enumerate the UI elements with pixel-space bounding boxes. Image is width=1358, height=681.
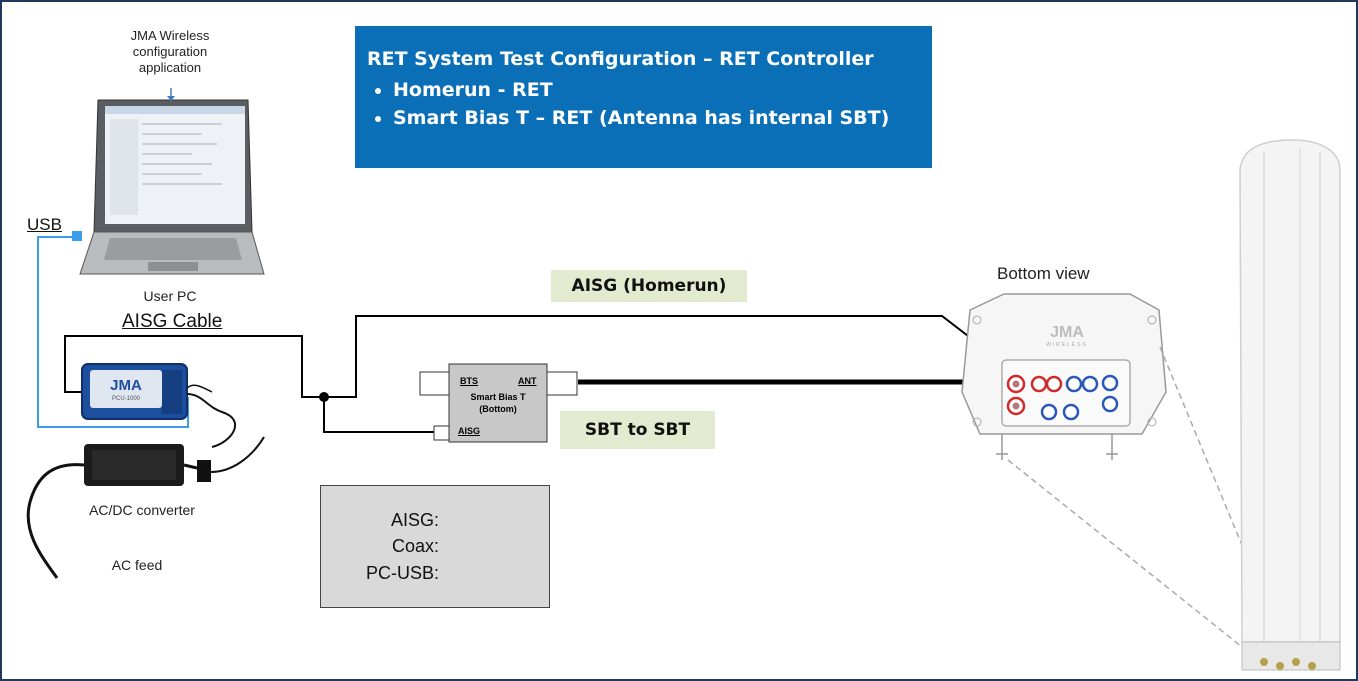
ret-controller-image — [81, 363, 236, 448]
usb-wire — [37, 236, 189, 428]
title-box: RET System Test Configuration – RET Cont… — [355, 26, 932, 168]
usb-label: USB — [27, 215, 62, 234]
smart-bias-t-image — [419, 363, 578, 443]
aisg-homerun-label: AISG (Homerun) — [551, 270, 747, 302]
bullet-homerun: Homerun - RET — [393, 76, 932, 104]
sbt-ant-label: ANT — [518, 376, 537, 386]
legend-aisg-label: AISG: — [390, 510, 439, 530]
sbt-name-label: Smart Bias T — [470, 392, 526, 402]
aisg-sbt-wire — [323, 397, 434, 433]
laptop-image — [79, 88, 265, 275]
controller-brand: JMA — [110, 377, 142, 394]
sbt-aisg-label: AISG — [458, 426, 481, 436]
sbt-position-label: (Bottom) — [479, 404, 517, 414]
antenna-bottom-view-image — [961, 293, 1283, 648]
aisg-cable-label: AISG Cable — [122, 311, 223, 332]
sbt-bts-label: BTS — [460, 376, 478, 386]
antenna-brand-sub: WIRELESS — [1046, 342, 1088, 348]
usb-port — [72, 231, 82, 241]
ac-dc-converter-image — [26, 436, 265, 579]
title-bullets: Homerun - RET Smart Bias T – RET (Antenn… — [367, 76, 932, 132]
aisg-cable-wire — [64, 335, 324, 398]
user-pc-label: User PC — [143, 288, 197, 304]
legend-box: AISG: Coax: PC-USB: — [320, 485, 550, 608]
legend-coax-label: Coax: — [391, 536, 439, 556]
title-text: RET System Test Configuration – RET Cont… — [367, 48, 874, 70]
controller-model: PCU-1000 — [111, 396, 140, 402]
legend-usb-label: PC-USB: — [365, 563, 439, 583]
app-label: JMA Wireless configuration application — [130, 28, 210, 75]
ac-feed-label: AC feed — [111, 557, 163, 573]
antenna-brand: JMA — [1050, 324, 1084, 341]
bullet-smart-bias-t: Smart Bias T – RET (Antenna has internal… — [393, 104, 932, 132]
ac-dc-converter-label: AC/DC converter — [89, 502, 195, 518]
sbt-to-sbt-label: SBT to SBT — [560, 411, 715, 449]
antenna-radome-image — [1239, 139, 1341, 671]
bottom-view-label: Bottom view — [997, 264, 1090, 283]
